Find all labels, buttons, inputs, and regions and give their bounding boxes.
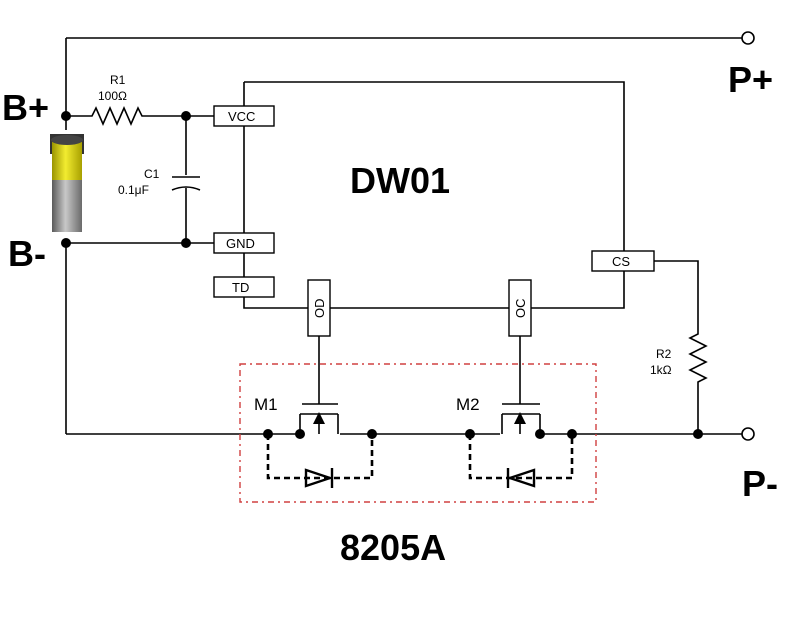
mosfet-m2 <box>501 403 541 434</box>
pin-td-label: TD <box>232 280 249 295</box>
package-label: 8205A <box>340 527 446 568</box>
r2-value: 1kΩ <box>650 363 672 377</box>
pin-od-label: OD <box>312 299 327 319</box>
r1-value: 100Ω <box>98 89 127 103</box>
p-plus-label: P+ <box>728 59 773 100</box>
package-8205a-outline <box>239 363 597 503</box>
c1-value: 0.1μF <box>118 183 149 197</box>
pin-oc-label: OC <box>513 299 528 319</box>
battery-icon <box>50 134 84 232</box>
ic-name-label: DW01 <box>350 160 450 201</box>
r1-name: R1 <box>110 73 126 87</box>
junction-dot <box>693 429 703 439</box>
pin-vcc <box>213 105 275 127</box>
junction-dot <box>535 429 545 439</box>
mosfet-m1 <box>299 403 339 434</box>
p-minus-label: P- <box>742 463 778 504</box>
pin-gnd-label: GND <box>226 236 255 251</box>
c1-name: C1 <box>144 167 160 181</box>
m2-body-diode <box>468 434 574 488</box>
pin-cs-label: CS <box>612 254 630 269</box>
m2-label: M2 <box>456 395 480 414</box>
pin-vcc-label: VCC <box>228 109 255 124</box>
m1-body-diode <box>266 434 374 488</box>
pin-gnd <box>213 232 275 254</box>
junction-dot <box>295 429 305 439</box>
pin-td <box>213 276 275 298</box>
b-minus-label: B- <box>8 233 46 274</box>
p-plus-terminal[interactable] <box>741 31 755 45</box>
r1-resistor <box>66 106 214 126</box>
m1-label: M1 <box>254 395 278 414</box>
junction-dot <box>567 429 577 439</box>
p-minus-terminal[interactable] <box>741 427 755 441</box>
r2-name: R2 <box>656 347 672 361</box>
b-plus-label: B+ <box>2 87 49 128</box>
c1-capacitor <box>171 116 201 243</box>
r2-resistor <box>654 260 708 434</box>
